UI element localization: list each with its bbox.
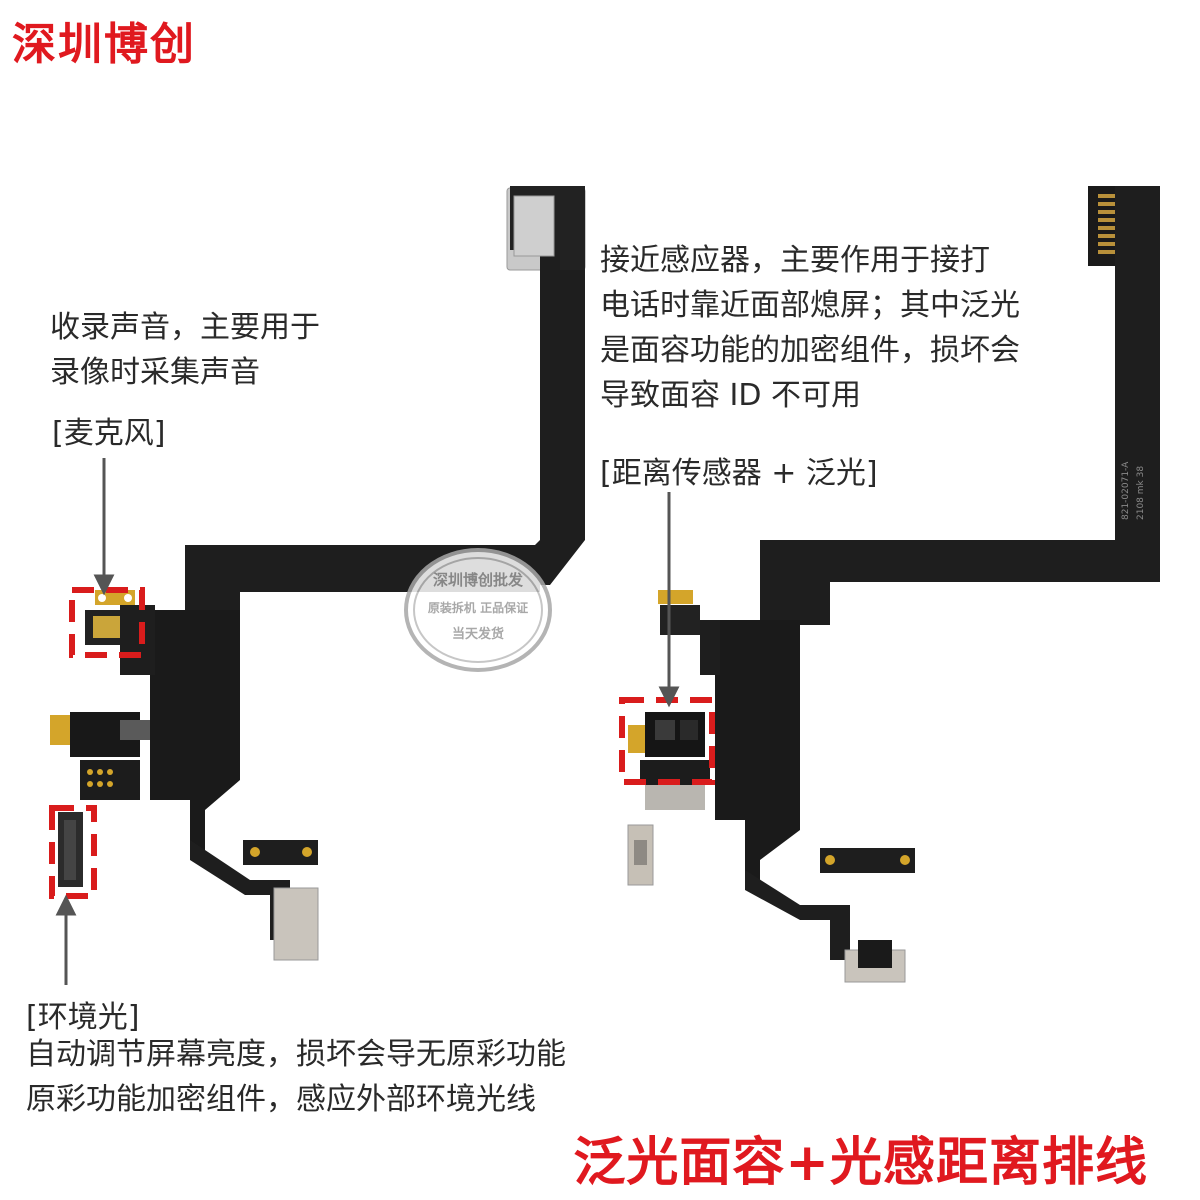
mic-description-line: 录像时采集声音 — [50, 355, 260, 390]
part-marking-line2: 2108 mk 38 — [1136, 466, 1146, 520]
mic-label: [麦克风] — [52, 416, 166, 451]
watermark-line2: 原装拆机 正品保证 — [428, 600, 528, 615]
mic-description-line: 收录声音，主要用于 — [50, 310, 320, 345]
left-bottom-stiffener — [273, 887, 319, 961]
part-marking-line1: 821-02071-A — [1121, 461, 1131, 520]
proximity-description-line: 导致面容 ID 不可用 — [600, 378, 862, 413]
proximity-description: 接近感应器，主要作用于接打 电话时靠近面部熄屏；其中泛光 是面容功能的加密组件，… — [600, 238, 1020, 418]
mic-highlight-box — [69, 587, 145, 658]
ambient-highlight-box — [49, 805, 97, 899]
ambient-description: 自动调节屏幕亮度，损坏会导无原彩功能 原彩功能加密组件，感应外部环境光线 — [26, 1032, 566, 1122]
proximity-description-line: 是面容功能的加密组件，损坏会 — [600, 333, 1020, 368]
ambient-description-line: 原彩功能加密组件，感应外部环境光线 — [26, 1082, 536, 1117]
ambient-label: [环境光] — [26, 1000, 140, 1035]
proximity-label: [距离传感器 + 泛光] — [600, 456, 878, 491]
proximity-description-line: 接近感应器，主要作用于接打 — [600, 243, 990, 278]
ambient-description-line: 自动调节屏幕亮度，损坏会导无原彩功能 — [26, 1037, 566, 1072]
watermark-line3: 当天发货 — [452, 626, 504, 642]
mic-description: 收录声音，主要用于 录像时采集声音 — [50, 305, 320, 395]
brand-title: 深圳博创 — [12, 19, 196, 70]
watermark-stamp: 深圳博创批发 原装拆机 正品保证 当天发货 — [404, 548, 552, 672]
proximity-description-line: 电话时靠近面部熄屏；其中泛光 — [600, 288, 1020, 323]
right-flex-cable: 821-02071-A 2108 mk 38 — [627, 186, 1160, 983]
product-title: 泛光面容+光感距离排线 — [573, 1133, 1148, 1193]
watermark-line1: 深圳博创批发 — [433, 571, 524, 589]
